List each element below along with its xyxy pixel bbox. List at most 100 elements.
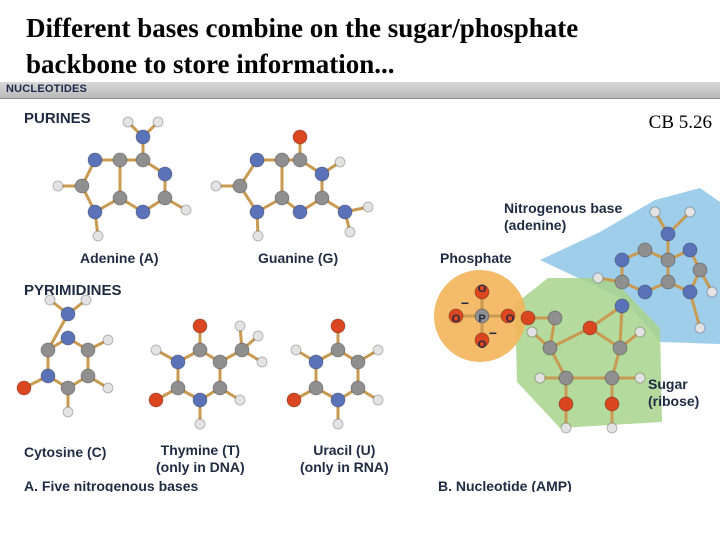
cytosine-atom-C [60, 380, 76, 396]
amp-phosphate-atom-C [474, 308, 490, 324]
amp-base-atom-N [660, 226, 676, 242]
adenine-atom-H [152, 116, 164, 128]
amp-base-atom-N [614, 252, 630, 268]
phosphate-atom-o-left: O [452, 313, 461, 325]
amp-sugar-atom-C [542, 340, 558, 356]
cytosine-label: Cytosine (C) [24, 444, 107, 460]
slide-title: Different bases combine on the sugar/pho… [26, 10, 706, 82]
thymine-atom-C [212, 380, 228, 396]
amp-base-atom-H [694, 322, 706, 334]
uracil-label: Uracil (U) (only in RNA) [300, 442, 389, 476]
guanine-atom-C [292, 152, 308, 168]
adenine-atom-H [52, 180, 64, 192]
figure-header-label: NUCLEOTIDES [6, 83, 88, 95]
cytosine-atom-N [60, 306, 76, 322]
reference-label: CB 5.26 [648, 112, 712, 133]
uracil-atom-N [308, 354, 324, 370]
amp-phosphate-atom-O [448, 308, 464, 324]
nitrogenous-base-label: Nitrogenous base (adenine) [504, 200, 622, 234]
sugar-label: Sugar (ribose) [648, 376, 699, 410]
amp-base-atom-H [706, 286, 718, 298]
thymine-atom-C [170, 380, 186, 396]
uracil-atom-O [330, 318, 346, 334]
adenine-atom-N [87, 204, 103, 220]
amp-sugar-atom-C [547, 310, 563, 326]
amp-sugar-atom-C [558, 370, 574, 386]
amp-base-atom-C [614, 274, 630, 290]
adenine-atom-N [87, 152, 103, 168]
cytosine-atom-H [62, 406, 74, 418]
amp-sugar-atom-O [582, 320, 598, 336]
amp-phosphate-atom-O [474, 284, 490, 300]
amp-sugar-atom-H [534, 372, 546, 384]
nucleotides-figure: NUCLEOTIDES O O P O O − − PURINES Adenin… [0, 82, 720, 492]
phosphate-atom-p: P [478, 313, 485, 325]
adenine-atom-N [135, 129, 151, 145]
guanine-atom-C [232, 178, 248, 194]
phosphate-label: Phosphate [440, 250, 512, 266]
uracil-atom-C [330, 342, 346, 358]
phosphate-atom-o-bottom: O [478, 339, 487, 351]
uracil-atom-N [330, 392, 346, 408]
amp-sugar-atom-O [558, 396, 574, 412]
guanine-atom-H [210, 180, 222, 192]
amp-base-atom-H [684, 206, 696, 218]
guanine-atom-H [334, 156, 346, 168]
thymine-atom-H [234, 394, 246, 406]
slide-title-line-2: backbone to store information... [26, 49, 395, 79]
thymine-name: Thymine (T) [160, 442, 240, 458]
amp-sugar-atom-N [614, 298, 630, 314]
amp-base-atom-C [660, 252, 676, 268]
adenine-atom-H [122, 116, 134, 128]
cytosine-atom-C [80, 342, 96, 358]
thymine-atom-N [170, 354, 186, 370]
phosphate-atom-o-top: O [478, 283, 487, 295]
guanine-label: Guanine (G) [258, 250, 339, 266]
adenine-atom-H [92, 230, 104, 242]
thymine-atom-H [194, 418, 206, 430]
amp-sugar-atom-O [604, 396, 620, 412]
thymine-atom-H [256, 356, 268, 368]
thymine-note: (only in DNA) [156, 459, 245, 475]
amp-base-atom-H [649, 206, 661, 218]
nitrogenous-base-label-line-1: Nitrogenous base [504, 200, 623, 216]
adenine-atom-C [157, 190, 173, 206]
uracil-note: (only in RNA) [300, 459, 389, 475]
cytosine-atom-N [40, 368, 56, 384]
phosphate-charge-2: − [489, 325, 497, 341]
uracil-atom-H [372, 394, 384, 406]
amp-sugar-atom-H [526, 326, 538, 338]
guanine-atom-N [314, 166, 330, 182]
amp-sugar-atom-H [560, 422, 572, 434]
uracil-atom-C [350, 354, 366, 370]
amp-sugar-atom-C [612, 340, 628, 356]
uracil-atom-H [332, 418, 344, 430]
guanine-atom-H [252, 230, 264, 242]
amp-base-atom-N [682, 242, 698, 258]
purines-heading: PURINES [24, 110, 91, 127]
phosphate-group-labels: O O P O O − − [452, 283, 515, 351]
adenine-atom-N [135, 204, 151, 220]
guanine-atom-H [362, 201, 374, 213]
thymine-atom-H [150, 344, 162, 356]
amp-sugar-atom-H [606, 422, 618, 434]
uracil-atom-C [308, 380, 324, 396]
thymine-atom-O [148, 392, 164, 408]
adenine-atom-C [74, 178, 90, 194]
adenine-atom-C [112, 190, 128, 206]
adenine-atom-C [112, 152, 128, 168]
amp-base-atom-C [660, 274, 676, 290]
cytosine-atom-H [102, 382, 114, 394]
panel-a-caption: A. Five nitrogenous bases [24, 478, 199, 492]
amp-phosphate-atom-O [474, 332, 490, 348]
guanine-atom-N [249, 204, 265, 220]
cytosine-atom-H [80, 294, 92, 306]
nitrogenous-base-label-line-2: (adenine) [504, 217, 567, 233]
amp-base-atom-C [637, 242, 653, 258]
amp-base-atom-C [692, 262, 708, 278]
thymine-atom-H [234, 320, 246, 332]
atom-spheres [16, 116, 718, 434]
amp-sugar-atom-O [520, 310, 536, 326]
thymine-atom-C [234, 342, 250, 358]
amp-base-atom-N [637, 284, 653, 300]
